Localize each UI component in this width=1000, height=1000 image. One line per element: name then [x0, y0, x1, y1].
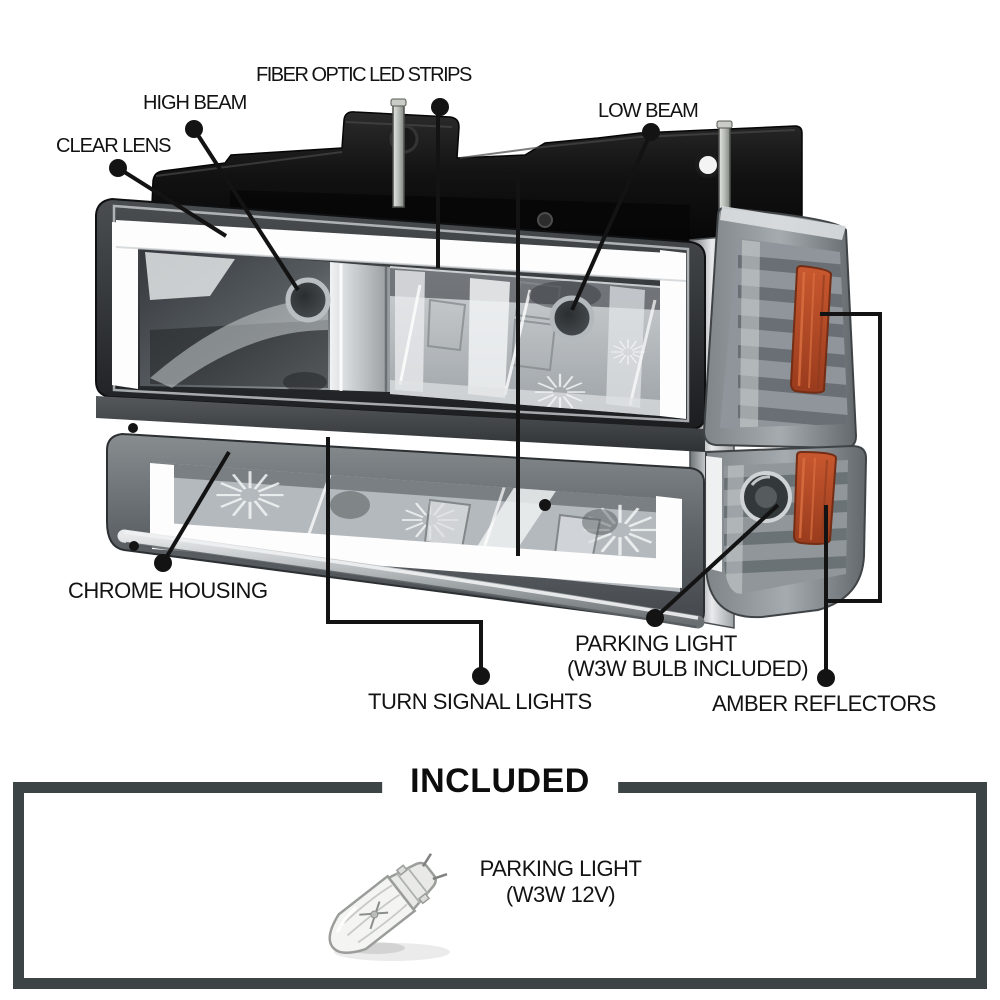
parking-bulb-photo	[328, 853, 450, 961]
leader-turn-signal	[326, 437, 483, 676]
leader-amber-reflectors	[820, 312, 882, 678]
dot-chrome-housing	[154, 554, 172, 572]
callout-parking-light-label-line1: PARKING LIGHT	[575, 631, 737, 656]
adjuster-rod-left	[392, 102, 405, 208]
corner-light-upper	[702, 206, 858, 450]
housing-screw-dot-3	[539, 499, 551, 511]
main-headlight-lens	[95, 197, 706, 431]
chrome-housing-lip	[117, 529, 705, 629]
adjuster-rod-right-tip	[716, 120, 733, 129]
callout-amber-reflectors-label: AMBER REFLECTORS	[712, 691, 936, 716]
callout-low-beam-label: LOW BEAM	[598, 100, 699, 122]
corner-light-lower	[705, 444, 868, 619]
callout-leader-lines	[116, 107, 882, 678]
dot-parking-light	[646, 609, 664, 627]
mounting-hole-right	[695, 152, 721, 178]
housing-screw	[537, 212, 553, 228]
callout-dots	[109, 98, 835, 687]
included-bulb-caption: PARKING LIGHT (W3W 12V)	[468, 856, 653, 908]
callout-chrome-housing-label: CHROME HOUSING	[68, 578, 268, 603]
low-beam-bulb-hole	[549, 295, 595, 341]
leader-parking-light	[653, 503, 780, 620]
dot-amber-reflectors	[817, 669, 835, 687]
callout-fiber-optic-label: FIBER OPTIC LED STRIPS	[256, 64, 472, 86]
dot-clear-lens	[109, 159, 127, 177]
leader-high-beam	[192, 127, 300, 292]
mid-housing-band	[96, 396, 705, 452]
dot-low-beam	[642, 123, 660, 141]
housing-screw-dot-2	[129, 541, 139, 551]
fiber-optic-led-strip-upper	[112, 220, 687, 419]
included-bulb-caption-line1: PARKING LIGHT	[479, 856, 642, 881]
included-bulb-caption-line2: (W3W 12V)	[505, 882, 616, 907]
fiber-optic-led-strip-lower	[150, 463, 682, 588]
reflector-divider	[330, 262, 390, 392]
dot-high-beam	[185, 120, 203, 138]
adjuster-rod-left-tip	[390, 98, 407, 107]
leader-fiber-optic	[436, 107, 520, 556]
leader-low-beam	[570, 131, 653, 311]
callout-high-beam-label: HIGH BEAM	[143, 92, 247, 114]
callout-turn-signal-label: TURN SIGNAL LIGHTS	[368, 689, 592, 714]
callout-parking-light-label-line2: (W3W BULB INCLUDED)	[567, 656, 809, 681]
dot-fiber-optic	[431, 98, 449, 116]
housing-screw-dot-1	[128, 423, 138, 433]
leader-clear-lens	[116, 166, 228, 238]
included-box-title: INCLUDED	[382, 762, 618, 801]
callout-clear-lens-label: CLEAR LENS	[56, 135, 171, 157]
dot-turn-signal	[472, 667, 490, 685]
leader-chrome-housing	[161, 450, 231, 565]
